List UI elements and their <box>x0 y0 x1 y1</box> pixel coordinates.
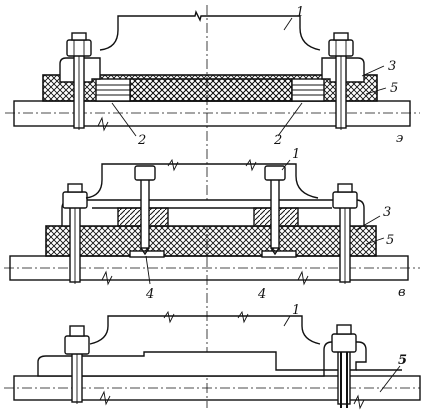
label-a-end: э <box>396 131 403 146</box>
label-b-end: в <box>398 285 406 300</box>
callout-labels: 1 2 2 3 5 э 1 3 5 4 4 в 1 5 <box>137 5 407 368</box>
view-c-bolt-right <box>331 324 357 408</box>
view-a-fixture-outline <box>99 9 321 51</box>
view-b-screw-left <box>134 165 156 256</box>
label-c-5: 5 <box>398 353 407 368</box>
view-a-bolt-left <box>66 32 92 130</box>
view-a-strips-right <box>291 78 325 102</box>
view-b-screw-right <box>264 165 286 256</box>
view-c-workpiece <box>37 351 325 377</box>
label-a-1: 1 <box>296 5 304 20</box>
view-b-fixture-plate <box>61 199 365 227</box>
label-b-1: 1 <box>292 147 300 162</box>
label-b-4-right: 4 <box>257 287 266 302</box>
view-b-bolt-left <box>62 183 88 284</box>
label-c-1: 1 <box>292 303 300 318</box>
view-c <box>4 310 421 410</box>
view-a <box>5 9 420 137</box>
view-a-bolt-right <box>328 32 354 130</box>
view-b-pad-right <box>261 250 297 258</box>
view-c-fixture-outline <box>89 315 321 345</box>
label-b-3: 3 <box>383 205 391 220</box>
label-b-5: 5 <box>386 233 394 248</box>
view-a-strips-left <box>95 78 131 102</box>
label-a-3: 3 <box>388 59 396 74</box>
view-b-fixture-outline <box>85 163 319 199</box>
label-a-2-right: 2 <box>273 133 282 148</box>
label-a-2-left: 2 <box>137 133 146 148</box>
label-a-5: 5 <box>390 81 398 96</box>
label-b-4-left: 4 <box>145 287 154 302</box>
view-a-center-block <box>129 78 293 102</box>
view-b <box>4 158 420 286</box>
view-b-bolt-right <box>332 183 358 284</box>
view-b-hatched-plate <box>45 225 377 257</box>
view-c-bolt-left <box>64 325 90 404</box>
